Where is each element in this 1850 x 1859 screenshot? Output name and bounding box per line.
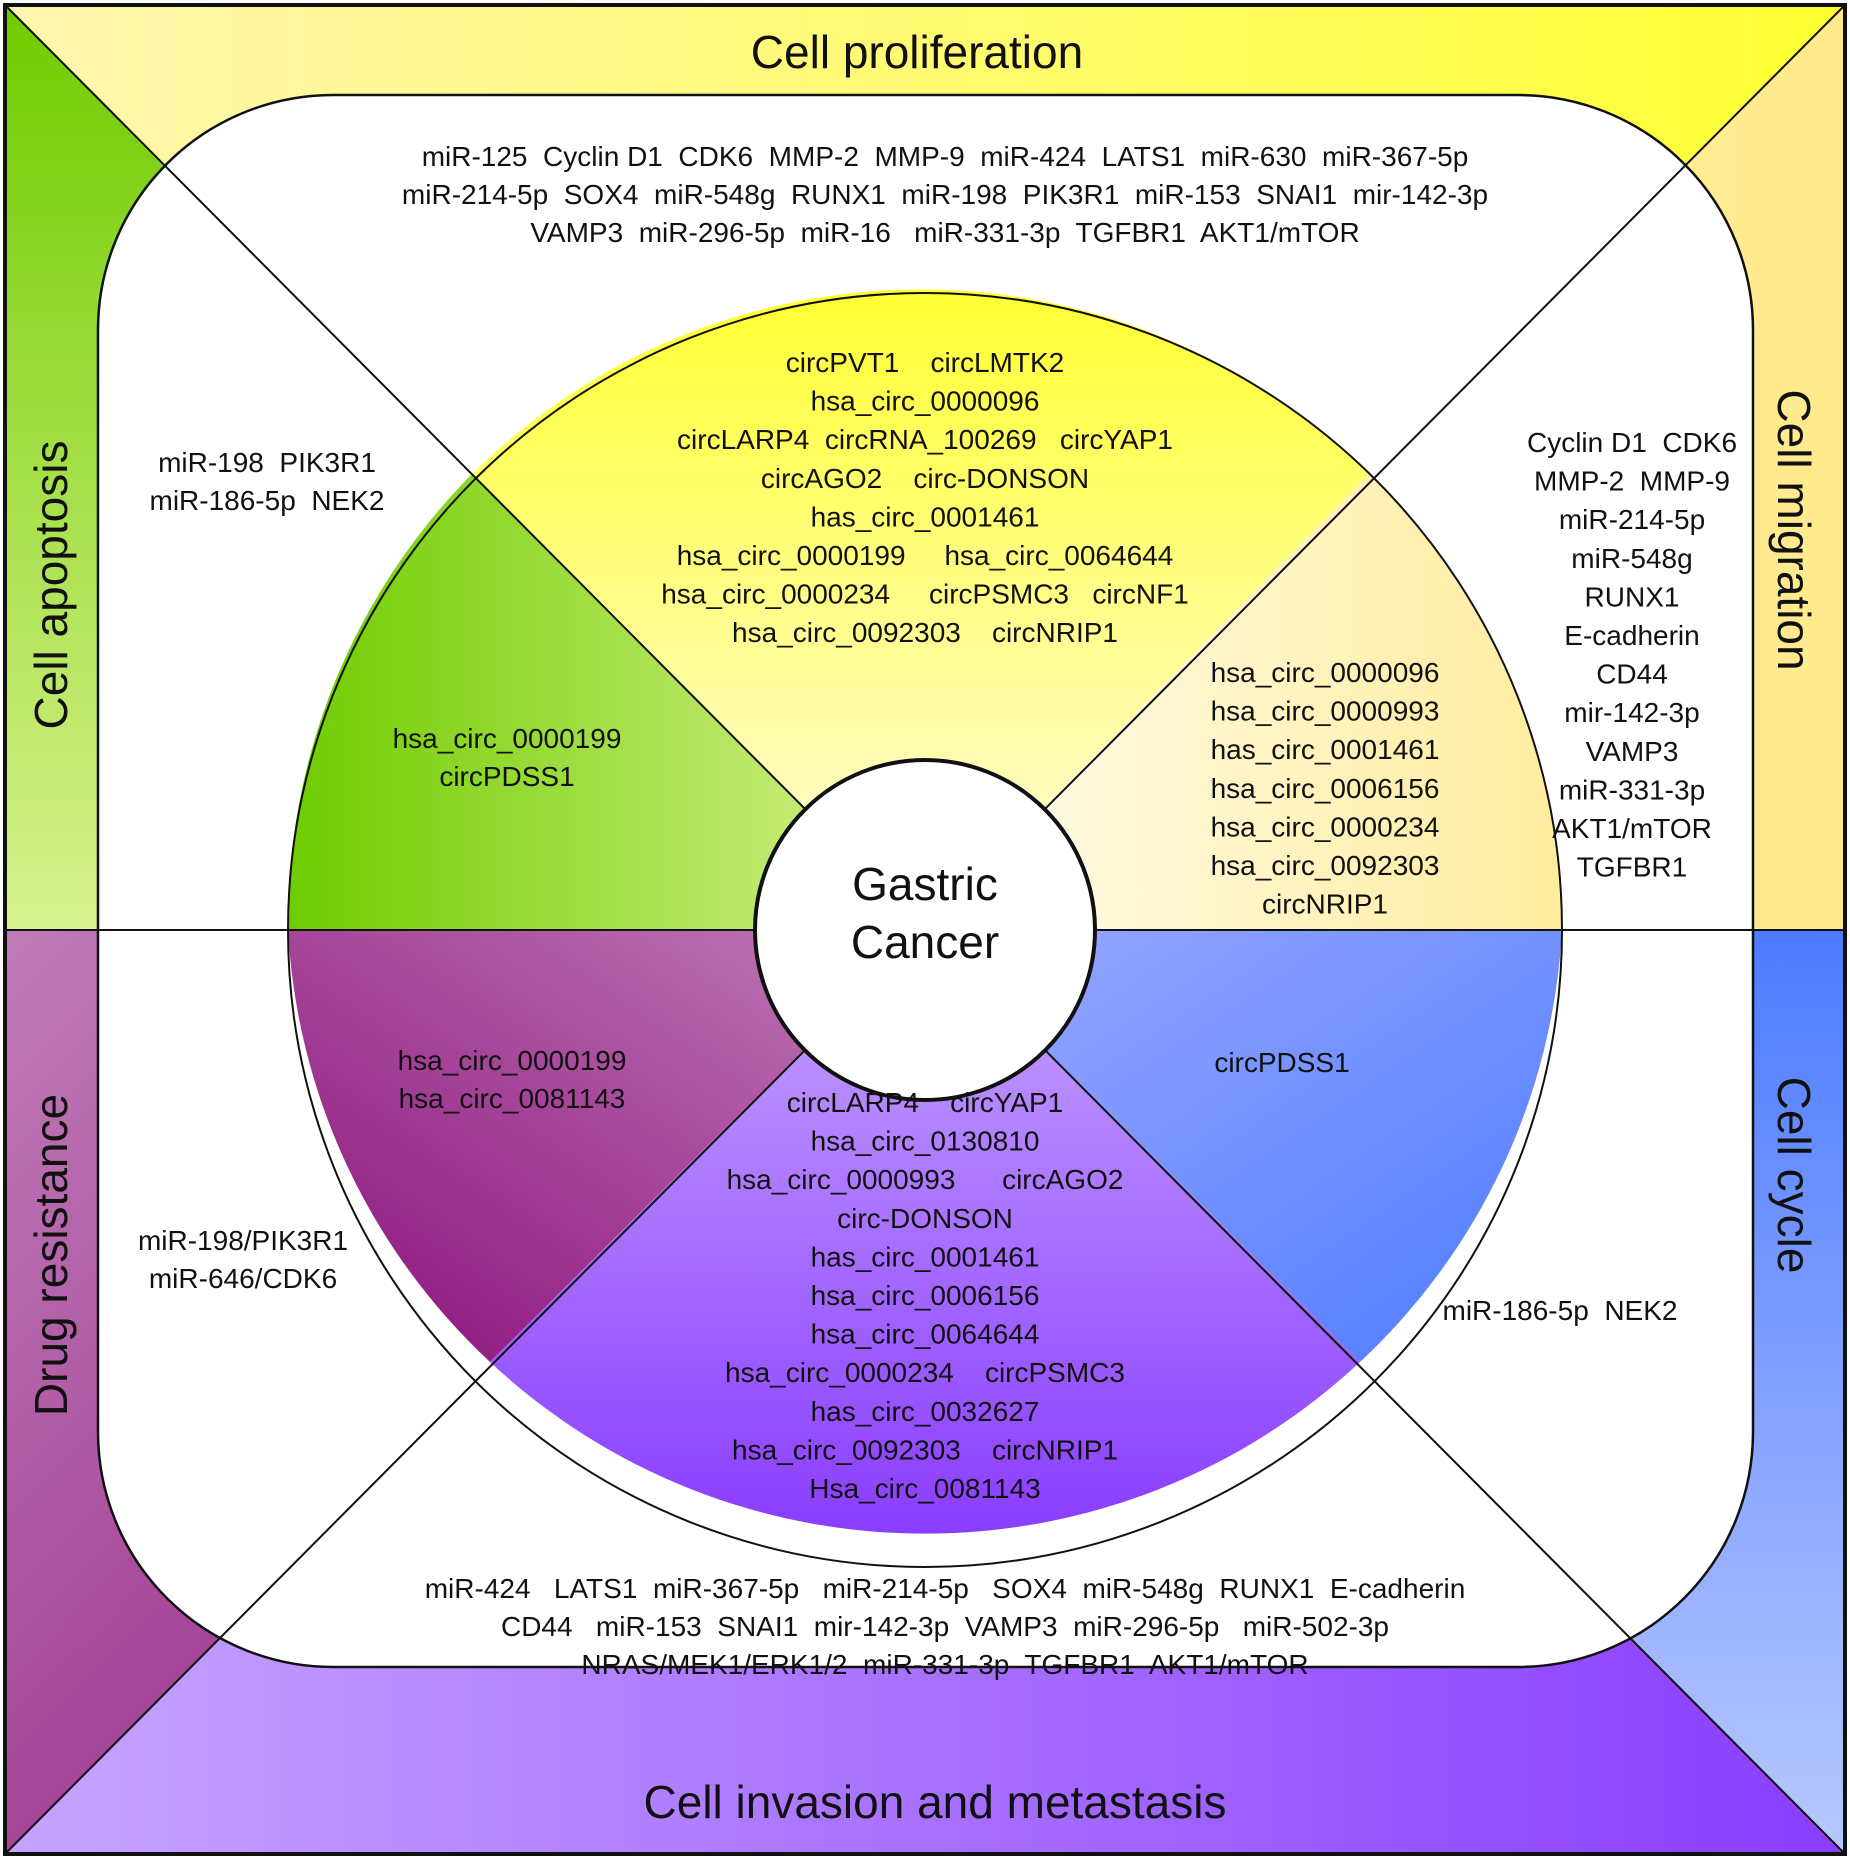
inner-bottom-line-1: hsa_circ_0130810 xyxy=(811,1126,1040,1157)
inner-right-upper-line-1: hsa_circ_0000993 xyxy=(1211,696,1440,727)
inner-right-upper-line-0: hsa_circ_0000096 xyxy=(1211,657,1440,688)
inner-left-upper-line-1: circPDSS1 xyxy=(439,761,574,792)
inner-bottom-line-9: hsa_circ_0092303 circNRIP1 xyxy=(732,1434,1118,1465)
outer-right-upper-line-1: MMP-2 MMP-9 xyxy=(1534,466,1730,497)
inner-right-upper-line-2: has_circ_0001461 xyxy=(1211,734,1440,765)
inner-right-upper-line-4: hsa_circ_0000234 xyxy=(1211,811,1440,842)
inner-top-line-4: has_circ_0001461 xyxy=(811,501,1040,532)
title-drug-resistance: Drug resistance xyxy=(25,1094,77,1416)
inner-bottom-line-5: hsa_circ_0006156 xyxy=(811,1280,1040,1311)
outer-left-lower-line-0: miR-198/PIK3R1 xyxy=(138,1225,348,1256)
outer-top-line-2: VAMP3 miR-296-5p miR-16 miR-331-3p TGFBR… xyxy=(530,217,1359,248)
inner-left-upper-list: hsa_circ_0000199 circPDSS1 xyxy=(393,723,622,792)
inner-bottom-line-10: Hsa_circ_0081143 xyxy=(809,1473,1040,1504)
wedge-proliferation xyxy=(472,289,1369,931)
inner-bottom-line-7: hsa_circ_0000234 circPSMC3 xyxy=(725,1357,1125,1388)
inner-right-upper-list: hsa_circ_0000096 hsa_circ_0000993 has_circ… xyxy=(1211,657,1440,920)
outer-right-upper-line-5: E-cadherin xyxy=(1564,620,1699,651)
inner-left-lower-list: hsa_circ_0000199 hsa_circ_0081143 xyxy=(398,1045,627,1114)
outer-bottom-line-1: CD44 miR-153 SNAI1 mir-142-3p VAMP3 miR-… xyxy=(501,1611,1389,1642)
wedge-cell-cycle xyxy=(925,930,1562,1362)
wedge-migration xyxy=(925,474,1562,930)
title-cell-cycle: Cell cycle xyxy=(1768,1077,1820,1274)
outer-left-upper-line-1: miR-186-5p NEK2 xyxy=(150,485,385,516)
outer-right-upper-line-11: TGFBR1 xyxy=(1577,852,1687,883)
outer-right-upper-line-0: Cyclin D1 CDK6 xyxy=(1527,427,1737,458)
wedge-apoptosis xyxy=(287,474,926,930)
inner-right-upper-line-3: hsa_circ_0006156 xyxy=(1211,773,1440,804)
inner-bottom-line-2: hsa_circ_0000993 circAGO2 xyxy=(727,1164,1124,1195)
inner-left-upper-line-0: hsa_circ_0000199 xyxy=(393,723,622,754)
inner-top-line-0: circPVT1 circLMTK2 xyxy=(786,347,1064,378)
wedge-invasion xyxy=(490,930,1360,1534)
outer-right-upper-line-7: mir-142-3p xyxy=(1564,697,1699,728)
inner-bottom-line-8: has_circ_0032627 xyxy=(811,1396,1040,1427)
center-line-1: Gastric xyxy=(852,858,998,910)
outer-right-lower-line-0: miR-186-5p NEK2 xyxy=(1443,1295,1678,1326)
outer-right-lower-list: miR-186-5p NEK2 xyxy=(1443,1295,1678,1326)
outer-top-line-0: miR-125 Cyclin D1 CDK6 MMP-2 MMP-9 miR-4… xyxy=(422,141,1469,172)
outer-right-upper-line-3: miR-548g xyxy=(1571,543,1692,574)
inner-right-upper-line-6: circNRIP1 xyxy=(1262,889,1388,920)
outer-bottom-list: miR-424 LATS1 miR-367-5p miR-214-5p SOX4… xyxy=(425,1573,1466,1680)
inner-bottom-line-0: circLARP4 circYAP1 xyxy=(787,1087,1063,1118)
inner-top-line-2: circLARP4 circRNA_100269 circYAP1 xyxy=(677,424,1173,455)
outer-frame xyxy=(3,3,1847,1856)
outer-bottom-line-0: miR-424 LATS1 miR-367-5p miR-214-5p SOX4… xyxy=(425,1573,1466,1604)
center-line-2: Cancer xyxy=(851,916,999,968)
outer-left-lower-line-1: miR-646/CDK6 xyxy=(149,1263,337,1294)
outer-right-upper-line-9: miR-331-3p xyxy=(1559,774,1705,805)
outer-left-upper-line-0: miR-198 PIK3R1 xyxy=(158,447,376,478)
inner-left-lower-line-1: hsa_circ_0081143 xyxy=(399,1083,626,1114)
outer-right-upper-line-2: miR-214-5p xyxy=(1559,504,1705,535)
title-cell-invasion: Cell invasion and metastasis xyxy=(644,1776,1227,1828)
inner-bottom-line-3: circ-DONSON xyxy=(837,1203,1013,1234)
outer-right-upper-line-8: VAMP3 xyxy=(1586,736,1679,767)
inner-top-line-1: hsa_circ_0000096 xyxy=(811,386,1040,417)
inner-top-list: circPVT1 circLMTK2 hsa_circ_0000096 circLA… xyxy=(661,347,1189,648)
outer-top-line-1: miR-214-5p SOX4 miR-548g RUNX1 miR-198 P… xyxy=(402,179,1488,210)
outer-right-upper-line-10: AKT1/mTOR xyxy=(1552,813,1712,844)
inner-bottom-line-6: hsa_circ_0064644 xyxy=(811,1319,1040,1350)
inner-left-lower-line-0: hsa_circ_0000199 xyxy=(398,1045,627,1076)
inner-top-line-6: hsa_circ_0000234 circPSMC3 circNF1 xyxy=(661,579,1189,610)
inner-right-lower-line-0: circPDSS1 xyxy=(1214,1047,1349,1078)
outer-top-list: miR-125 Cyclin D1 CDK6 MMP-2 MMP-9 miR-4… xyxy=(402,141,1488,248)
inner-top-line-3: circAGO2 circ-DONSON xyxy=(761,463,1089,494)
inner-right-lower-list: circPDSS1 xyxy=(1214,1047,1349,1078)
inner-right-upper-line-5: hsa_circ_0092303 xyxy=(1211,850,1440,881)
wedge-drug-resistance xyxy=(288,930,925,1362)
title-cell-apoptosis: Cell apoptosis xyxy=(25,441,77,730)
outer-right-upper-line-4: RUNX1 xyxy=(1585,581,1680,612)
outer-right-upper-line-6: CD44 xyxy=(1596,659,1668,690)
inner-top-line-5: hsa_circ_0000199 hsa_circ_0064644 xyxy=(677,540,1174,571)
inner-top-line-7: hsa_circ_0092303 circNRIP1 xyxy=(732,617,1118,648)
outer-left-lower-list: miR-198/PIK3R1 miR-646/CDK6 xyxy=(138,1225,348,1294)
title-cell-migration: Cell migration xyxy=(1768,389,1820,670)
title-cell-proliferation: Cell proliferation xyxy=(751,26,1083,78)
inner-bottom-list: circLARP4 circYAP1 hsa_circ_0130810 hsa_ci… xyxy=(725,1087,1125,1504)
outer-left-upper-list: miR-198 PIK3R1 miR-186-5p NEK2 xyxy=(150,447,385,516)
center-circle xyxy=(753,758,1097,1102)
inner-bottom-line-4: has_circ_0001461 xyxy=(811,1241,1040,1272)
outer-bottom-line-2: NRAS/MEK1/ERK1/2 miR-331-3p TGFBR1 AKT1/… xyxy=(581,1649,1308,1680)
